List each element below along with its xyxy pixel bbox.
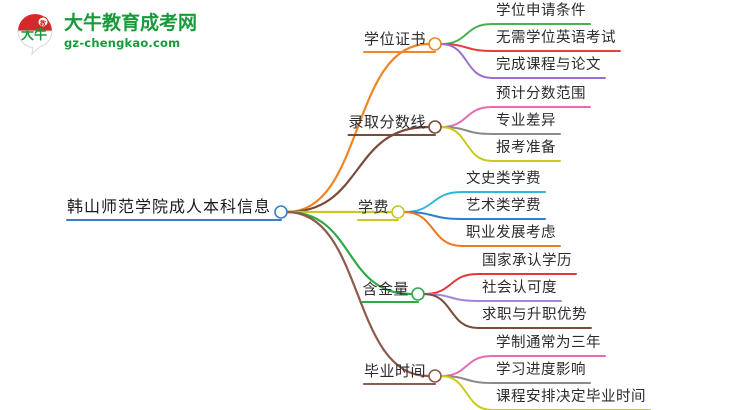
mindmap-leaf-label-1-2: 报考准备: [496, 139, 556, 156]
mindmap-node-circles: [274, 37, 442, 383]
mindmap-branch-node-0[interactable]: [428, 37, 442, 51]
mindmap-branch-label-0: 学位证书: [363, 29, 426, 48]
mindmap-root-node[interactable]: [274, 205, 288, 219]
mindmap-branch-node-4[interactable]: [428, 369, 442, 383]
mindmap-leaf-label-0-0: 学位申请条件: [496, 2, 586, 19]
mindmap-branch-label-1: 录取分数线: [348, 112, 426, 131]
mindmap-leaf-label-1-1: 专业差异: [496, 112, 556, 129]
mindmap-leaf-label-2-2: 职业发展考虑: [466, 224, 556, 241]
mindmap-edges: [65, 23, 651, 410]
mindmap-branch-node-1[interactable]: [428, 120, 442, 134]
mindmap-branch-label-3: 含金量: [362, 279, 409, 298]
mindmap-branch-node-2[interactable]: [391, 205, 405, 219]
logo-title: 大牛教育成考网: [64, 12, 198, 34]
logo-text-wrap: 大牛教育成考网 gz-chengkao.com: [64, 12, 197, 51]
daniu-bull-logo-icon: 大牛 教: [12, 10, 58, 56]
mindmap-branch-label-4: 毕业时间: [363, 361, 426, 380]
mindmap-leaf-label-0-2: 完成课程与论文: [496, 56, 601, 73]
logo-subtitle: gz-chengkao.com: [64, 36, 181, 50]
mindmap-leaf-label-4-1: 学习进度影响: [496, 361, 586, 378]
mindmap-branch-node-3[interactable]: [411, 287, 425, 301]
mindmap-leaf-label-1-0: 预计分数范围: [496, 85, 586, 102]
mindmap-branch-label-2: 学费: [357, 197, 389, 216]
mindmap-leaf-label-3-0: 国家承认学历: [482, 252, 572, 269]
svg-text:教: 教: [39, 20, 47, 28]
site-logo[interactable]: 大牛 教 大牛教育成考网 gz-chengkao.com: [12, 8, 197, 58]
mindmap-leaf-label-4-0: 学制通常为三年: [496, 334, 601, 351]
mindmap-leaf-label-4-2: 课程安排决定毕业时间: [496, 388, 646, 405]
mindmap-leaf-label-0-1: 无需学位英语考试: [496, 29, 616, 46]
mindmap-leaf-label-2-1: 艺术类学费: [466, 197, 541, 214]
mindmap-root-label: 韩山师范学院成人本科信息: [66, 197, 271, 216]
mindmap-leaf-label-3-2: 求职与升职优势: [482, 306, 587, 323]
svg-text:大牛: 大牛: [21, 27, 47, 43]
mindmap-leaf-label-2-0: 文史类学费: [466, 170, 541, 187]
mindmap-leaf-label-3-1: 社会认可度: [482, 279, 557, 296]
